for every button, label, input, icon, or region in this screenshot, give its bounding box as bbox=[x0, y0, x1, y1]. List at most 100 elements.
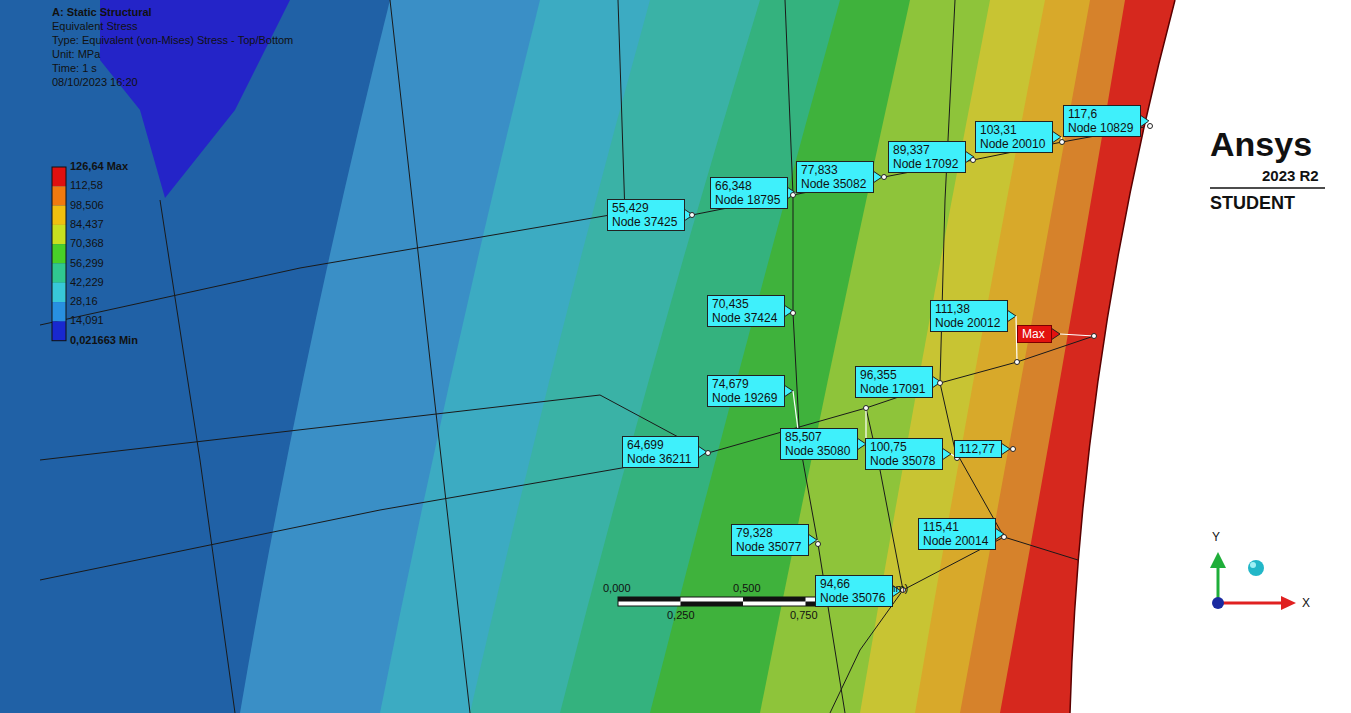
scale-value: 0,000 bbox=[603, 582, 631, 595]
header-text: Unit: MPa bbox=[52, 48, 100, 61]
probe-callout: 70,435Node 37424 bbox=[707, 295, 785, 327]
probe-value: 77,833 bbox=[801, 163, 869, 177]
node-id: Node 35078 bbox=[870, 454, 938, 468]
node-id: Node 20014 bbox=[923, 534, 991, 548]
legend-value: 0,021663 Min bbox=[70, 334, 138, 347]
contour-band bbox=[860, 0, 1351, 713]
node-id: Node 20010 bbox=[980, 137, 1048, 151]
contour-band bbox=[915, 0, 1351, 713]
header-text: Time: 1 s bbox=[52, 62, 97, 75]
callout-pointer bbox=[787, 187, 796, 199]
probe-callout: 74,679Node 19269 bbox=[707, 375, 785, 407]
probe-value: 89,337 bbox=[893, 143, 961, 157]
callout-pointer bbox=[942, 448, 951, 460]
legend-value: 126,64 Max bbox=[70, 160, 128, 173]
probe-callout: 112,77 bbox=[954, 440, 1002, 458]
node-id: Node 17092 bbox=[893, 157, 961, 171]
probe-callout: 55,429Node 37425 bbox=[607, 199, 685, 231]
probe-point bbox=[1002, 535, 1007, 540]
probe-point bbox=[864, 406, 869, 411]
max-flag: Max bbox=[1017, 325, 1052, 343]
probe-value: 112,77 bbox=[959, 442, 997, 456]
axis-letter: X bbox=[1302, 596, 1310, 610]
axis-letter: Y bbox=[1212, 530, 1220, 544]
probe-value: 94,66 bbox=[820, 577, 888, 591]
node-id: Node 10829 bbox=[1068, 121, 1136, 135]
probe-callout: 117,6Node 10829 bbox=[1063, 105, 1141, 137]
logo-edition: STUDENT bbox=[1210, 192, 1295, 214]
probe-value: 103,31 bbox=[980, 123, 1048, 137]
logo-rule bbox=[1210, 187, 1325, 189]
callout-pointer bbox=[1051, 328, 1060, 340]
probe-value: 64,699 bbox=[627, 438, 694, 452]
legend-value: 42,229 bbox=[70, 276, 104, 289]
probe-callout: 79,328Node 35077 bbox=[731, 524, 809, 556]
contour-band bbox=[960, 0, 1351, 713]
scale-value: 0,750 bbox=[790, 609, 818, 622]
probe-point bbox=[690, 213, 695, 218]
logo-version: 2023 R2 bbox=[1262, 167, 1319, 185]
probe-value: 115,41 bbox=[923, 520, 991, 534]
legend-value: 98,506 bbox=[70, 199, 104, 212]
contour-band bbox=[760, 0, 1351, 713]
probe-callout: 103,31Node 20010 bbox=[975, 121, 1053, 153]
legend-value: 56,299 bbox=[70, 257, 104, 270]
node-id: Node 35076 bbox=[820, 591, 888, 605]
axis-triad bbox=[1210, 552, 1296, 610]
probe-value: 117,6 bbox=[1068, 107, 1136, 121]
probe-callout: 96,355Node 17091 bbox=[855, 366, 933, 398]
node-id: Node 37425 bbox=[612, 215, 680, 229]
probe-point bbox=[971, 158, 976, 163]
mesh-lines bbox=[40, 0, 1150, 713]
probe-callout: 115,41Node 20014 bbox=[918, 518, 996, 550]
legend-value: 112,58 bbox=[70, 179, 103, 192]
contour-band bbox=[560, 0, 1351, 713]
contour-band bbox=[1000, 0, 1351, 713]
probe-callout: 94,66Node 35076 bbox=[815, 575, 893, 607]
probe-value: 111,38 bbox=[935, 302, 1003, 316]
callout-pointer bbox=[1007, 310, 1016, 322]
header-text: 08/10/2023 16:20 bbox=[52, 76, 138, 89]
probe-point bbox=[882, 175, 887, 180]
scale-value: 0,250 bbox=[667, 609, 695, 622]
contour-band bbox=[240, 0, 1351, 713]
callout-pointer bbox=[1001, 443, 1010, 455]
header-text: Type: Equivalent (von-Mises) Stress - To… bbox=[52, 34, 293, 47]
probe-value: 70,435 bbox=[712, 297, 780, 311]
probe-callout: 77,833Node 35082 bbox=[796, 161, 874, 193]
probe-leader bbox=[1060, 334, 1094, 336]
probe-callout: 66,348Node 18795 bbox=[710, 177, 788, 209]
contour-band bbox=[380, 0, 1351, 713]
probe-value: 79,328 bbox=[736, 526, 804, 540]
header-text: Equivalent Stress bbox=[52, 20, 138, 33]
header-text: A: Static Structural bbox=[52, 6, 152, 19]
node-id: Node 20012 bbox=[935, 316, 1003, 330]
probe-point bbox=[938, 381, 943, 386]
legend-value: 70,368 bbox=[70, 237, 104, 250]
probe-callout: 111,38Node 20012 bbox=[930, 300, 1008, 332]
node-id: Node 35080 bbox=[785, 444, 853, 458]
probe-value: Max bbox=[1022, 327, 1047, 341]
legend-color-bar bbox=[52, 167, 66, 341]
probe-point bbox=[1011, 447, 1016, 452]
probe-callout: 100,75Node 35078 bbox=[865, 438, 943, 470]
probe-value: 85,507 bbox=[785, 430, 853, 444]
legend-value: 84,437 bbox=[70, 218, 104, 231]
callout-pointer bbox=[873, 171, 882, 183]
probe-point bbox=[1015, 360, 1020, 365]
probe-callout: 89,337Node 17092 bbox=[888, 141, 966, 173]
node-id: Node 17091 bbox=[860, 382, 928, 396]
legend-value: 28,16 bbox=[70, 295, 98, 308]
probe-point bbox=[1060, 140, 1065, 145]
node-id: Node 18795 bbox=[715, 193, 783, 207]
logo-text: Ansys bbox=[1210, 124, 1312, 165]
probe-value: 66,348 bbox=[715, 179, 783, 193]
probe-point bbox=[791, 193, 796, 198]
scale-value: 0,500 bbox=[733, 582, 761, 595]
contour-band bbox=[470, 0, 1351, 713]
probe-callout: 85,507Node 35080 bbox=[780, 428, 858, 460]
probe-value: 96,355 bbox=[860, 368, 928, 382]
